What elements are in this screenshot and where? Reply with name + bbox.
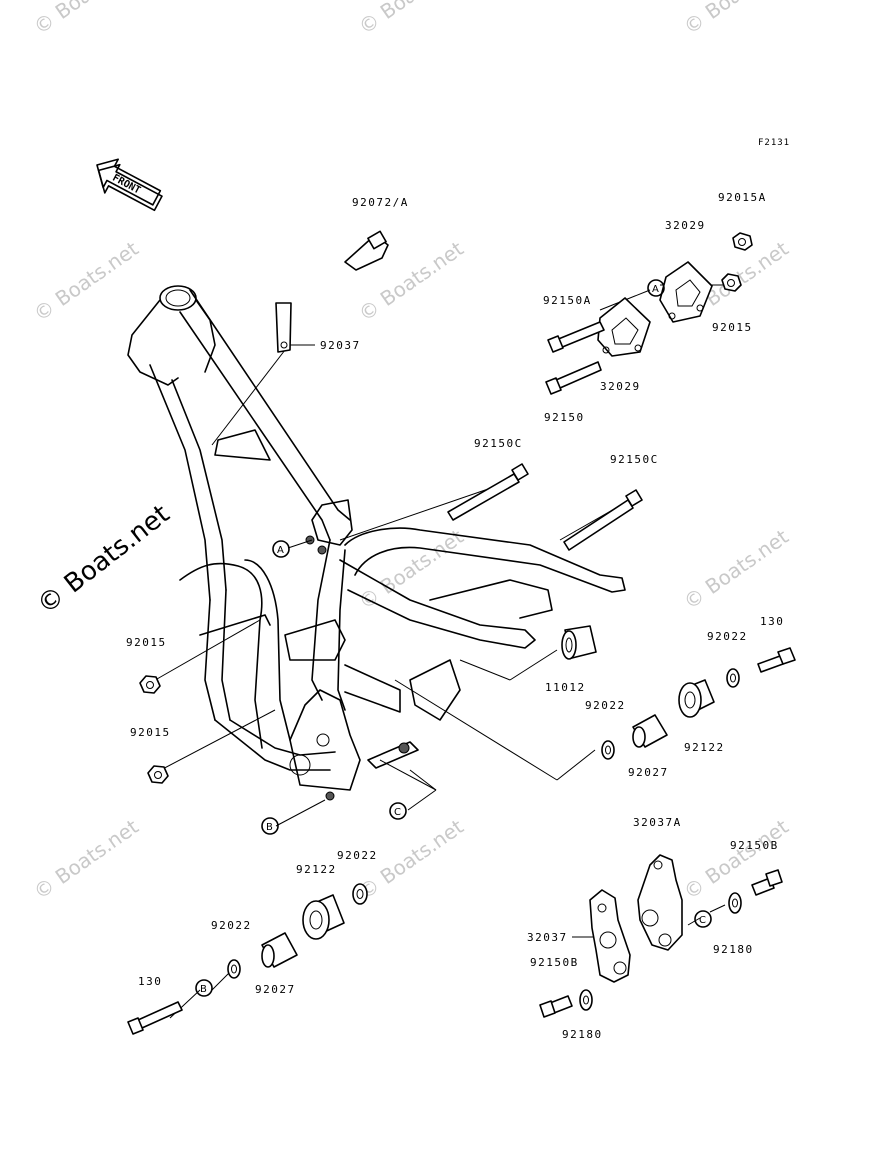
plate-32037a bbox=[637, 854, 683, 951]
part-label: 92027 bbox=[255, 983, 296, 996]
part-label: 92022 bbox=[707, 630, 748, 643]
svg-text:B: B bbox=[200, 984, 207, 995]
bolt-130-l bbox=[127, 1001, 183, 1035]
watermark: © Boats.net bbox=[29, 814, 143, 904]
washer-92022-mid bbox=[601, 740, 615, 760]
ref-marker-a-top: A bbox=[647, 279, 665, 297]
part-label: 92150 bbox=[544, 411, 585, 424]
bolt-92150b-1 bbox=[751, 869, 783, 896]
part-label: 92150B bbox=[530, 956, 579, 969]
washer-92180-2 bbox=[579, 989, 593, 1011]
front-arrow: FRONT bbox=[96, 158, 163, 212]
part-label: 92150C bbox=[474, 437, 523, 450]
part-label: 92180 bbox=[713, 943, 754, 956]
svg-text:B: B bbox=[266, 822, 273, 833]
part-label: 92015 bbox=[126, 636, 167, 649]
washer-92180-1 bbox=[728, 892, 742, 914]
part-label: 92022 bbox=[585, 699, 626, 712]
bracket-32029-bottom bbox=[597, 297, 651, 357]
nut-92015-1 bbox=[139, 675, 161, 694]
plate-32037 bbox=[589, 889, 631, 983]
bushing-92122-l bbox=[302, 894, 345, 940]
svg-text:A: A bbox=[277, 545, 284, 556]
part-label: 32037 bbox=[527, 931, 568, 944]
watermark: © Boats.net bbox=[679, 0, 793, 39]
watermark: © Boats.net bbox=[29, 236, 143, 326]
svg-text:C: C bbox=[394, 807, 401, 818]
part-label: 92015 bbox=[712, 321, 753, 334]
nut-92015-top bbox=[721, 273, 742, 292]
part-label: 92015A bbox=[718, 191, 767, 204]
front-arrow-label: FRONT bbox=[110, 173, 142, 197]
nut-92015-2 bbox=[147, 765, 169, 784]
figure-code: F2131 bbox=[758, 138, 790, 148]
washer-92022-top bbox=[726, 668, 740, 688]
ref-markers: A A B C B C bbox=[195, 279, 712, 997]
watermark-layer: © Boats.net © Boats.net © Boats.net © Bo… bbox=[29, 0, 793, 904]
nut-92015a bbox=[732, 232, 753, 251]
bolt-92150c-2 bbox=[563, 489, 643, 551]
watermark: © Boats.net bbox=[679, 814, 793, 904]
watermark-large: © Boats.net bbox=[32, 499, 175, 620]
watermark: © Boats.net bbox=[354, 0, 468, 39]
clip-92072a bbox=[344, 230, 389, 271]
part-label: 130 bbox=[138, 975, 162, 988]
part-label: 11012 bbox=[545, 681, 586, 694]
bolt-130-top bbox=[757, 647, 796, 673]
part-label: 92122 bbox=[684, 741, 725, 754]
part-label: 92015 bbox=[130, 726, 171, 739]
part-label: 92122 bbox=[296, 863, 337, 876]
part-label: 32029 bbox=[600, 380, 641, 393]
bolt-92150b-2 bbox=[539, 995, 573, 1018]
bolt-92150a bbox=[547, 321, 605, 353]
washer-92022-l2 bbox=[227, 959, 241, 979]
part-label: 32037A bbox=[633, 816, 682, 829]
motorcycle-frame bbox=[127, 285, 626, 801]
bolt-92150c-1 bbox=[447, 463, 529, 521]
part-label: 92150C bbox=[610, 453, 659, 466]
ref-marker-c-lower: C bbox=[694, 910, 712, 928]
part-label: 92027 bbox=[628, 766, 669, 779]
ref-marker-b-frame: B bbox=[261, 817, 279, 835]
part-label: 92150B bbox=[730, 839, 779, 852]
part-label: 92072/A bbox=[352, 196, 409, 209]
ref-marker-a-frame: A bbox=[272, 540, 290, 558]
sleeve-92027-top bbox=[632, 714, 668, 748]
watermark: © Boats.net bbox=[679, 524, 793, 614]
bracket-32029-top bbox=[659, 261, 713, 323]
ref-marker-b-lower: B bbox=[195, 979, 213, 997]
hardware-parts bbox=[127, 230, 796, 1035]
bushing-92122-top bbox=[678, 679, 715, 718]
ref-marker-c-frame: C bbox=[389, 802, 407, 820]
band-92037 bbox=[275, 302, 292, 353]
part-label: 32029 bbox=[665, 219, 706, 232]
washer-92022-l1 bbox=[352, 883, 368, 905]
watermark: © Boats.net bbox=[29, 0, 143, 39]
sleeve-92027-l bbox=[261, 932, 298, 968]
part-label: 92037 bbox=[320, 339, 361, 352]
collar-11012 bbox=[561, 625, 597, 660]
part-label: 130 bbox=[760, 615, 784, 628]
part-labels: 92072/A 92037 92015A 32029 92150A 92015 … bbox=[126, 191, 784, 1041]
part-label: 92180 bbox=[562, 1028, 603, 1041]
bolt-92150 bbox=[545, 361, 602, 395]
part-label: 92022 bbox=[337, 849, 378, 862]
svg-text:C: C bbox=[699, 915, 706, 926]
part-label: 92022 bbox=[211, 919, 252, 932]
part-label: 92150A bbox=[543, 294, 592, 307]
svg-text:A: A bbox=[652, 284, 659, 295]
